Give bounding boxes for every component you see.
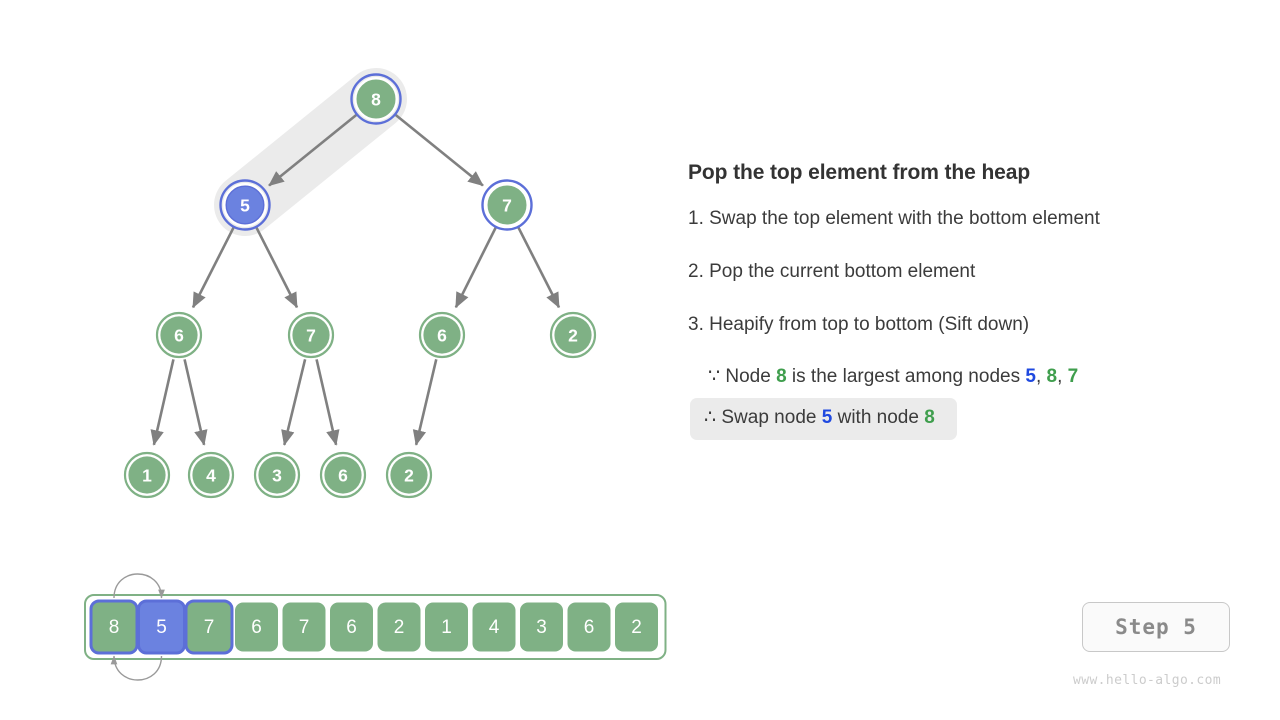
array-cell: 2	[615, 602, 658, 652]
reason-candidate-2: 8	[1046, 366, 1058, 388]
array-cell: 6	[330, 602, 373, 652]
tree-node: 6	[319, 451, 367, 499]
array-cell-value: 5	[156, 617, 167, 638]
conclusion-line: ∴ Swap node 5 with node 8	[704, 407, 935, 428]
array-cell-value: 6	[251, 617, 262, 638]
conclusion-middle: with node	[832, 407, 925, 429]
reason-prefix: Node	[725, 366, 777, 388]
array-cell-value: 2	[394, 617, 405, 638]
conclusion-highlight-box: ∴ Swap node 5 with node 8	[690, 398, 957, 440]
array-cell-value: 6	[346, 617, 357, 638]
conclusion-prefix: Swap node	[721, 407, 822, 429]
tree-node-value: 7	[306, 326, 316, 346]
tree-node-value: 6	[437, 326, 447, 346]
step-item-2: 2. Pop the current bottom element	[688, 260, 976, 282]
array-representation: 8 5 7 6 7 6 2 1 4 3 6 2	[84, 594, 667, 660]
array-cell-value: 1	[441, 617, 452, 638]
tree-node: 7	[287, 311, 335, 359]
step-item-3: 3. Heapify from top to bottom (Sift down…	[688, 313, 1030, 335]
reason-candidate-1: 5	[1025, 366, 1036, 388]
tree-node: 2	[385, 451, 433, 499]
array-cell: 4	[472, 602, 516, 652]
array-cell-value: 4	[489, 617, 500, 638]
array-cell-value: 2	[631, 617, 642, 638]
tree-node: 5	[219, 179, 271, 231]
array-cell: 7	[184, 599, 234, 655]
tree-node-value: 2	[404, 466, 414, 486]
tree-node-value: 1	[142, 466, 152, 486]
array-cell-value: 6	[584, 617, 595, 638]
tree-node-value: 5	[240, 196, 250, 216]
array-cell: 6	[567, 602, 611, 652]
tree-edges	[150, 113, 561, 446]
tree-nodes: 8 5 7 6 7 6 2 1 4 3 6 2	[123, 73, 597, 499]
heap-diagram: 8 5 7 6 7 6 2 1 4 3 6 2 8 5 7 6 7 6 2 1 4 3 6 2	[84, 68, 667, 681]
tree-node: 1	[123, 451, 171, 499]
tree-node: 4	[187, 451, 235, 499]
tree-node-value: 4	[206, 466, 216, 486]
array-cell: 2	[377, 602, 421, 652]
conclusion-to-value: 8	[924, 407, 935, 429]
tree-node: 8	[350, 73, 402, 125]
array-cell: 8	[89, 599, 139, 655]
explanation-panel: Pop the top element from the heap 1. Swa…	[688, 160, 1248, 440]
tree-node: 3	[253, 451, 301, 499]
tree-node: 2	[549, 311, 597, 359]
watermark: www.hello-algo.com	[1073, 673, 1222, 688]
reason-subject-value: 8	[776, 366, 787, 388]
array-cell-value: 3	[536, 617, 547, 638]
tree-node-value: 8	[371, 90, 381, 110]
reason-middle: is the largest among nodes	[786, 366, 1026, 388]
reason-sep-2: ,	[1057, 366, 1068, 388]
array-cell: 6	[235, 602, 278, 652]
array-cell: 1	[425, 602, 468, 652]
tree-node-value: 6	[338, 466, 348, 486]
tree-node: 7	[481, 179, 533, 231]
tree-node-value: 6	[174, 326, 184, 346]
array-cell-value: 7	[204, 617, 215, 638]
tree-node: 6	[418, 311, 466, 359]
because-symbol: ∵	[708, 366, 721, 388]
reason-sep-1: ,	[1035, 366, 1047, 388]
therefore-symbol: ∴	[704, 407, 717, 429]
array-cell: 3	[520, 602, 563, 652]
reason-candidate-3: 7	[1067, 366, 1079, 388]
conclusion-from-value: 5	[821, 407, 833, 429]
tree-node-value: 3	[272, 466, 282, 486]
step-item-1: 1. Swap the top element with the bottom …	[688, 208, 1100, 230]
array-cell-value: 8	[109, 617, 120, 638]
array-cell: 5	[137, 599, 186, 655]
step-badge: Step 5	[1082, 602, 1230, 652]
array-cell-value: 7	[299, 617, 310, 638]
tree-node: 6	[155, 311, 203, 359]
array-cell: 7	[282, 602, 326, 652]
tree-node-value: 2	[568, 326, 578, 346]
page-title: Pop the top element from the heap	[688, 161, 1031, 184]
swap-arrows	[110, 573, 165, 681]
tree-node-value: 7	[502, 196, 512, 216]
reason-line: ∵ Node 8 is the largest among nodes 5, 8…	[688, 365, 1248, 390]
